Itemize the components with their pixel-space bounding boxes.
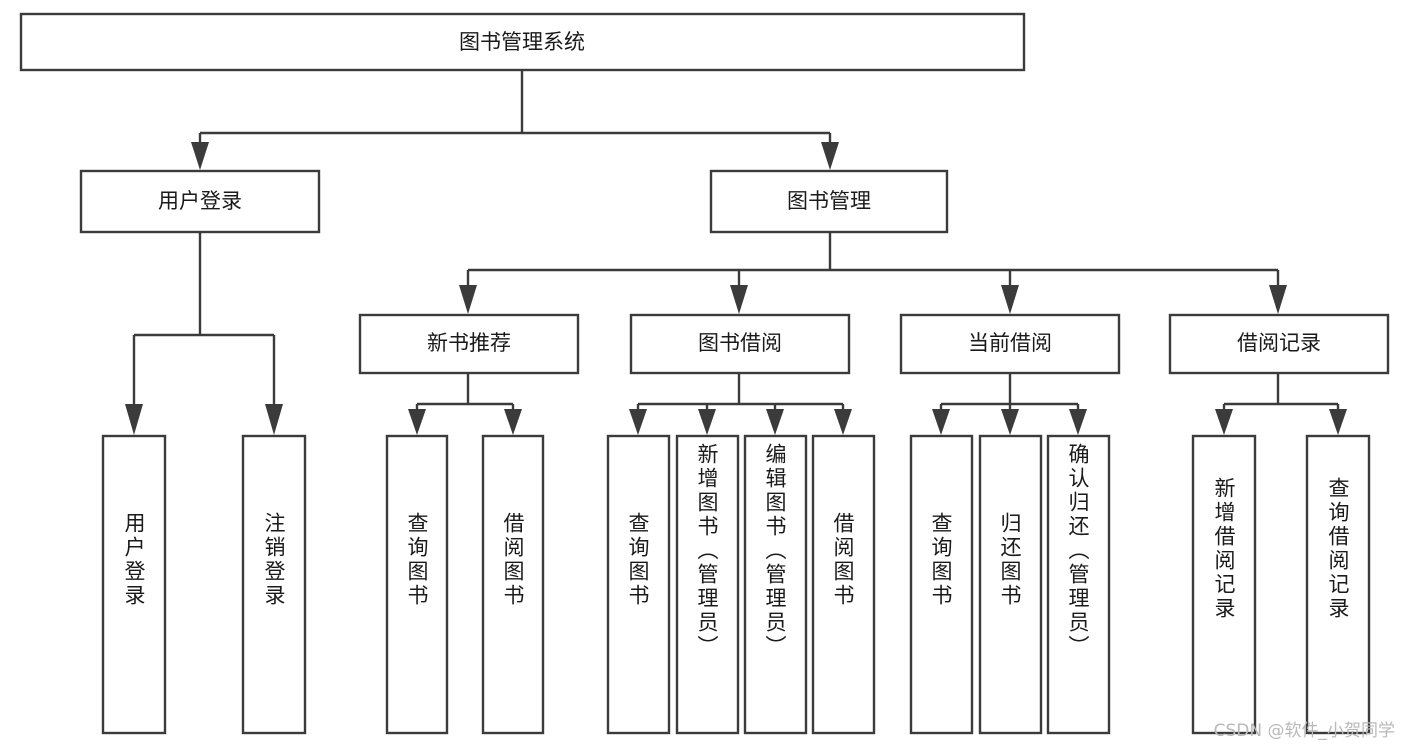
node-current-borrow-box[interactable] xyxy=(899,313,1121,375)
arrow-head-user-login xyxy=(191,142,209,170)
node-leaf-query-book-1-label: 查询图书 xyxy=(405,512,429,608)
node-book-borrow-box[interactable] xyxy=(629,313,851,375)
node-leaf-add-record-box[interactable] xyxy=(1191,434,1257,735)
node-book-manage[interactable]: 图书管理 xyxy=(709,169,949,234)
arrow-head-current-borrow xyxy=(1001,285,1019,314)
arrow-head-leaf-edit-book xyxy=(766,409,784,435)
node-user-login-label: 用户登录 xyxy=(158,189,242,213)
node-new-book-recommend-label: 新书推荐 xyxy=(427,331,511,355)
node-leaf-user-login-label: 用户登录 xyxy=(122,512,146,608)
node-leaf-confirm-return-label: 确认归还（管理员） xyxy=(1066,443,1090,659)
node-leaf-query-record-box[interactable] xyxy=(1305,434,1371,735)
node-leaf-add-book-label: 新增图书（管理员） xyxy=(695,443,719,659)
node-leaf-edit-book-box[interactable] xyxy=(743,434,808,735)
node-leaf-query-book-2-box[interactable] xyxy=(606,434,671,735)
node-leaf-logout-login[interactable]: 注销登录 xyxy=(241,434,307,735)
node-leaf-borrow-book-2-label: 借阅图书 xyxy=(831,512,855,608)
node-root-box[interactable] xyxy=(19,12,1026,72)
node-leaf-query-book-3-label: 查询图书 xyxy=(929,512,953,608)
node-leaf-return-book-box[interactable] xyxy=(978,434,1043,735)
node-leaf-borrow-book-1[interactable]: 借阅图书 xyxy=(481,434,545,735)
node-leaf-return-book-label: 归还图书 xyxy=(998,512,1022,608)
node-leaf-query-book-3-box[interactable] xyxy=(909,434,974,735)
node-leaf-add-record[interactable]: 新增借阅记录 xyxy=(1191,434,1257,735)
node-borrow-record-label: 借阅记录 xyxy=(1237,331,1321,355)
node-leaf-confirm-return[interactable]: 确认归还（管理员） xyxy=(1046,434,1111,735)
arrow-head-new-book-recommend xyxy=(459,285,477,314)
arrow-head-leaf-confirm-return xyxy=(1069,409,1087,435)
arrow-head-leaf-logout-login xyxy=(265,404,283,435)
arrow-head-leaf-borrow-book-2 xyxy=(834,409,852,435)
node-leaf-user-login[interactable]: 用户登录 xyxy=(101,434,167,735)
arrow-head-leaf-add-book xyxy=(698,409,716,435)
node-leaf-borrow-book-2-box[interactable] xyxy=(811,434,876,735)
arrow-head-leaf-return-book xyxy=(1001,409,1019,435)
node-leaf-confirm-return-box[interactable] xyxy=(1046,434,1111,735)
node-book-borrow-label: 图书借阅 xyxy=(698,331,782,355)
arrow-head-book-manage xyxy=(821,142,839,170)
node-leaf-query-record[interactable]: 查询借阅记录 xyxy=(1305,434,1371,735)
arrow-head-leaf-add-record xyxy=(1215,409,1233,435)
arrow-head-leaf-user-login xyxy=(125,404,143,435)
node-current-borrow[interactable]: 当前借阅 xyxy=(899,313,1121,375)
arrow-head-leaf-borrow-book-1 xyxy=(504,409,522,435)
node-leaf-add-book-box[interactable] xyxy=(675,434,740,735)
node-leaf-query-book-2[interactable]: 查询图书 xyxy=(606,434,671,735)
node-user-login-box[interactable] xyxy=(79,169,321,234)
node-borrow-record-box[interactable] xyxy=(1168,313,1390,375)
node-book-manage-box[interactable] xyxy=(709,169,949,234)
node-leaf-edit-book-label: 编辑图书（管理员） xyxy=(763,443,787,659)
node-book-manage-label: 图书管理 xyxy=(787,189,871,213)
node-leaf-user-login-box[interactable] xyxy=(101,434,167,735)
connector-layer xyxy=(125,70,1347,435)
node-root[interactable]: 图书管理系统 xyxy=(19,12,1026,72)
node-leaf-query-book-2-label: 查询图书 xyxy=(626,512,650,608)
node-leaf-borrow-book-2[interactable]: 借阅图书 xyxy=(811,434,876,735)
node-root-label: 图书管理系统 xyxy=(459,30,585,54)
node-leaf-query-book-1-box[interactable] xyxy=(385,434,449,735)
node-borrow-record[interactable]: 借阅记录 xyxy=(1168,313,1390,375)
node-leaf-query-book-3[interactable]: 查询图书 xyxy=(909,434,974,735)
node-leaf-logout-login-box[interactable] xyxy=(241,434,307,735)
arrow-head-leaf-query-record xyxy=(1329,409,1347,435)
arrow-head-leaf-query-book-3 xyxy=(932,409,950,435)
arrow-head-borrow-record xyxy=(1269,285,1287,314)
node-current-borrow-label: 当前借阅 xyxy=(968,331,1052,355)
node-leaf-logout-login-label: 注销登录 xyxy=(262,512,286,608)
node-book-borrow[interactable]: 图书借阅 xyxy=(629,313,851,375)
node-leaf-edit-book[interactable]: 编辑图书（管理员） xyxy=(743,434,808,735)
node-leaf-query-record-label: 查询借阅记录 xyxy=(1326,477,1350,621)
node-new-book-recommend[interactable]: 新书推荐 xyxy=(358,313,580,375)
node-new-book-recommend-box[interactable] xyxy=(358,313,580,375)
node-leaf-borrow-book-1-label: 借阅图书 xyxy=(501,512,525,608)
arrow-head-leaf-query-book-2 xyxy=(629,409,647,435)
arrow-head-leaf-query-book-1 xyxy=(408,409,426,435)
node-leaf-add-book[interactable]: 新增图书（管理员） xyxy=(675,434,740,735)
node-leaf-borrow-book-1-box[interactable] xyxy=(481,434,545,735)
node-leaf-query-book-1[interactable]: 查询图书 xyxy=(385,434,449,735)
node-user-login[interactable]: 用户登录 xyxy=(79,169,321,234)
node-leaf-add-record-label: 新增借阅记录 xyxy=(1212,477,1236,621)
arrow-head-book-borrow xyxy=(730,285,748,314)
node-leaf-return-book[interactable]: 归还图书 xyxy=(978,434,1043,735)
